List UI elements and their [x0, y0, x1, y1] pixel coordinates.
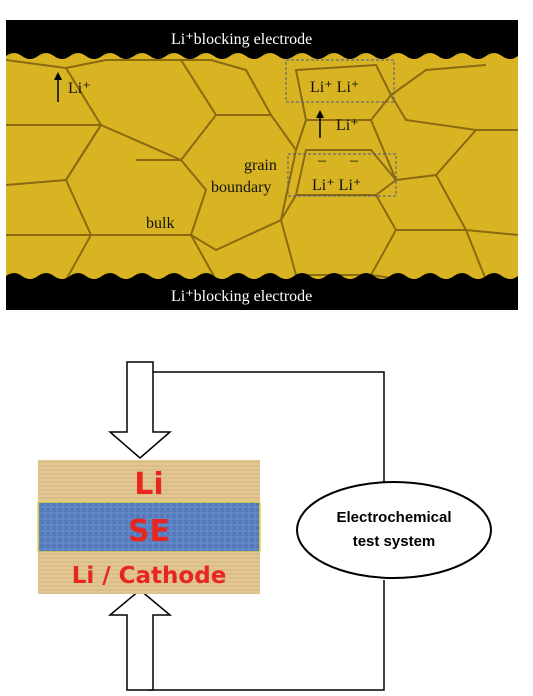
- top-electrode-label: Li⁺blocking electrode: [171, 31, 312, 48]
- middle-ion-arrowhead: [316, 110, 324, 118]
- se-layer-label: SE: [128, 514, 170, 549]
- circuit-wire-bottom: [148, 580, 385, 691]
- cathode-layer-label: Li / Cathode: [72, 563, 227, 589]
- minus-sign-right: –: [349, 152, 359, 169]
- middle-ion-label: Li⁺: [336, 117, 359, 134]
- bulk-label: bulk: [146, 215, 174, 232]
- top-electrode: [6, 20, 518, 59]
- circuit-wire: [148, 371, 385, 500]
- bottom-current-arrow: [107, 589, 173, 691]
- top-current-arrow: [107, 361, 173, 459]
- grain-field: [6, 50, 518, 280]
- bottom-electrode-label: Li⁺blocking electrode: [171, 288, 312, 305]
- top-box-label: Li⁺ Li⁺: [310, 79, 359, 96]
- boundary-label: boundary: [211, 179, 271, 196]
- li-layer-label: Li: [134, 467, 163, 502]
- minus-sign-left: –: [317, 152, 327, 169]
- li-layer: [38, 460, 260, 502]
- bottom-electrode: [6, 273, 518, 310]
- grain-label: grain: [244, 157, 277, 174]
- li-ion-arrowhead: [54, 72, 62, 80]
- li-ion-label: Li⁺: [68, 80, 91, 97]
- se-layer: [37, 501, 261, 553]
- test-system-label-line2: test system: [353, 533, 436, 550]
- cathode-layer: [38, 552, 260, 594]
- bottom-box-label: Li⁺ Li⁺: [312, 177, 361, 194]
- test-system-label-line1: Electrochemical: [336, 509, 451, 526]
- grain-boundary-diagram: Li⁺blocking electrode Li⁺blocking electr…: [6, 20, 518, 310]
- test-system-ellipse: [296, 481, 492, 579]
